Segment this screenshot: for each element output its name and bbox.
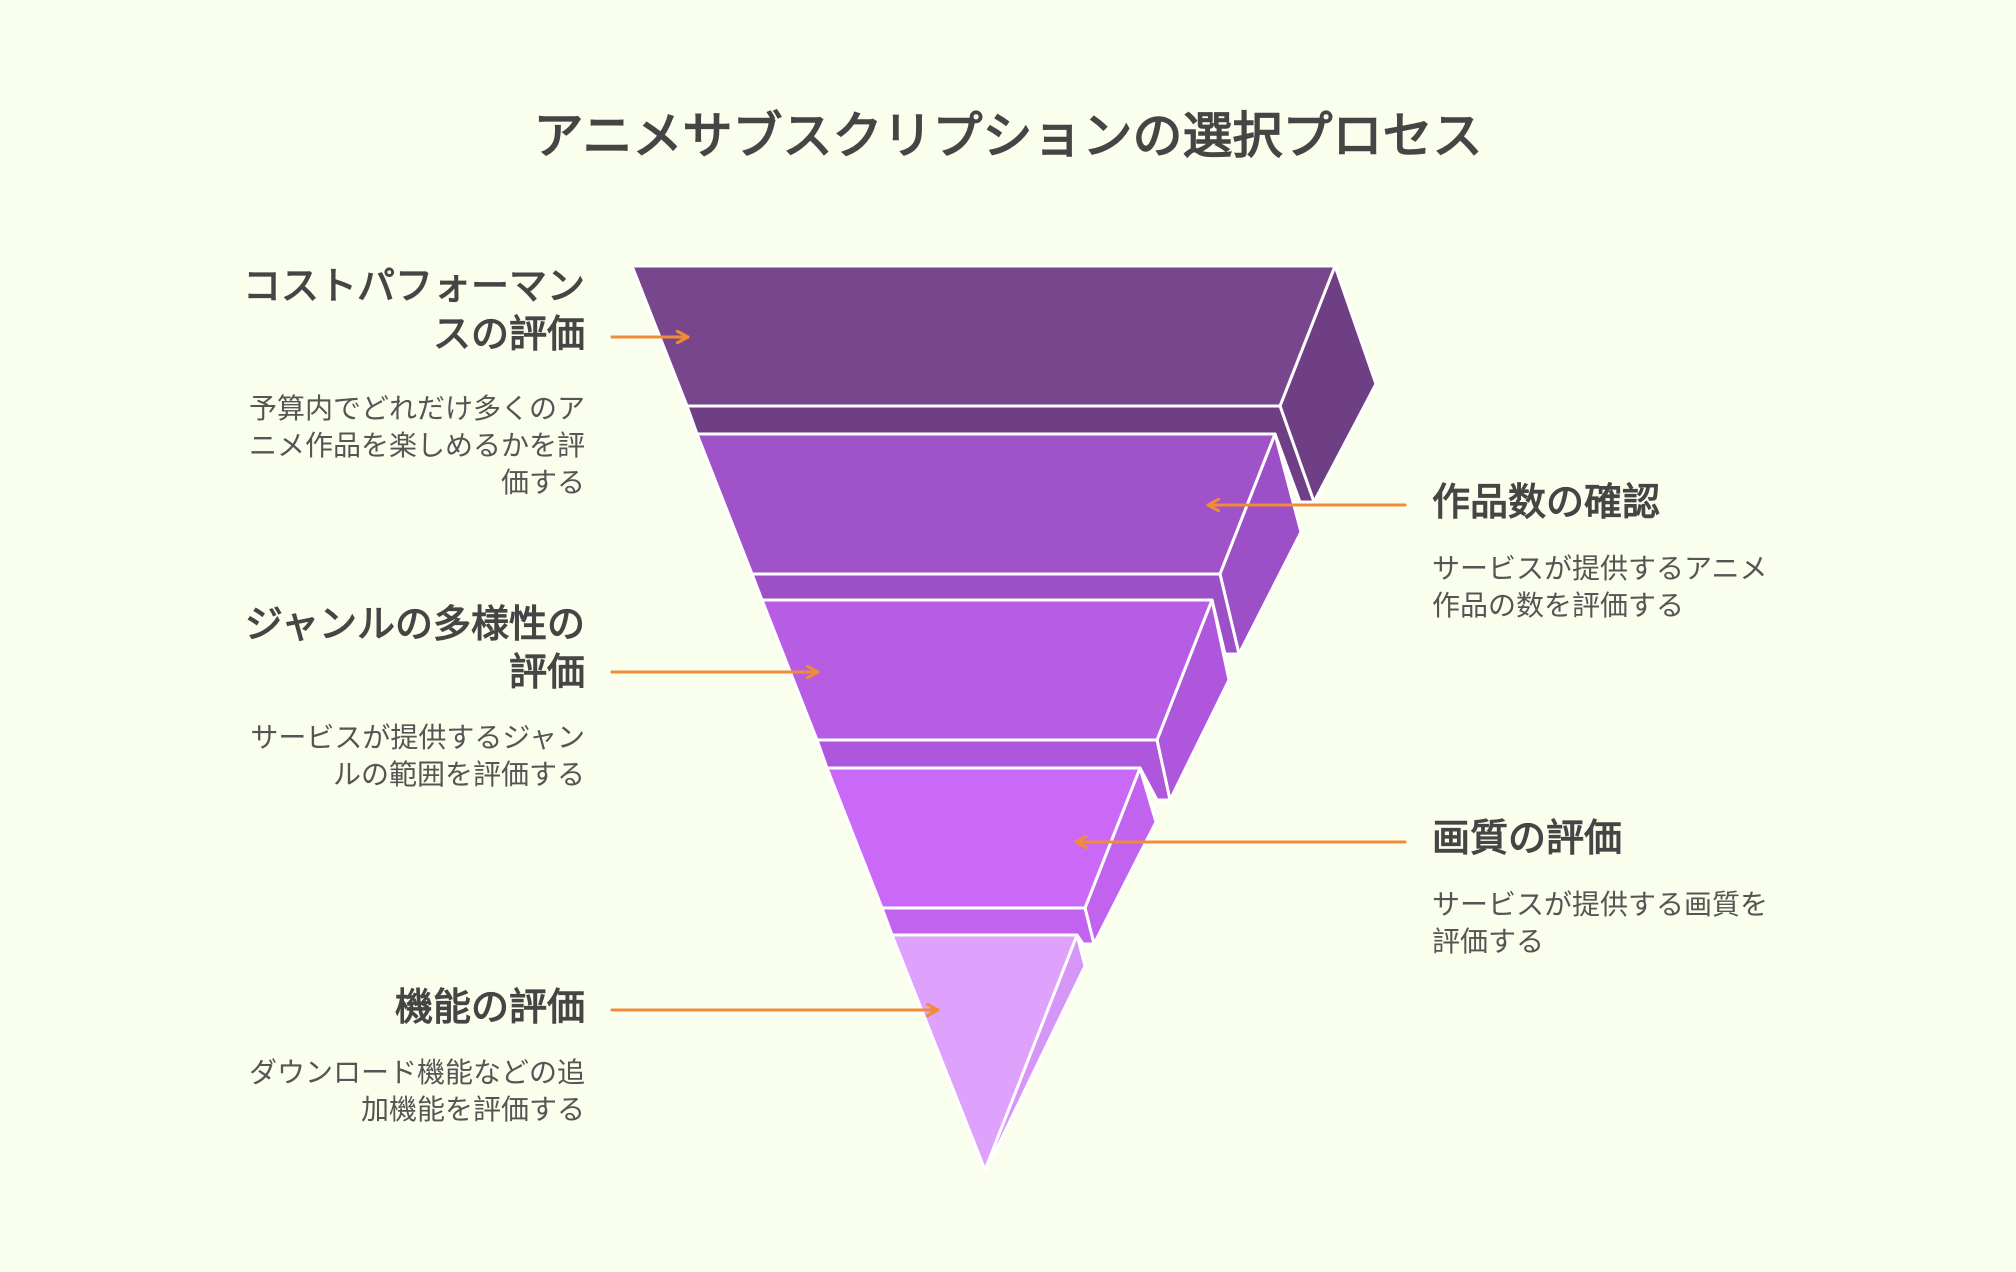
step-3-description-line-2: ルの範囲を評価する (332, 758, 585, 791)
step-1-heading: コストパフォーマン スの評価 (200, 262, 585, 358)
page-title: アニメサブスクリプションの選択プロセス (533, 107, 1483, 165)
step-2-description-line-2: 作品の数を評価する (1432, 589, 1685, 622)
funnel-layer-3 (760, 598, 1231, 802)
step-4-description-line-1: サービスが提供する画質を (1432, 888, 1769, 921)
step-4-description-line-2: 評価する (1432, 925, 1545, 958)
step-5-description-line-2: 加機能を評価する (360, 1093, 585, 1126)
step-3-description-line-1: サービスが提供するジャン (250, 721, 585, 754)
funnel-layer-5-front (890, 933, 1079, 1172)
step-4-description: サービスが提供する画質を 評価する (1432, 886, 1832, 960)
funnel-layer-4 (825, 766, 1158, 946)
step-5-description: ダウンロード機能などの追 加機能を評価する (200, 1054, 585, 1128)
funnel-layer-3-front (760, 598, 1214, 742)
funnel-layer-2-front (695, 432, 1277, 576)
funnel-layer-1-front (630, 264, 1337, 408)
funnel-layer-4-front (825, 766, 1142, 910)
step-1-description: 予算内でどれだけ多くのア ニメ作品を楽しめるかを評 価する (200, 390, 585, 501)
step-1-description-line-1: 予算内でどれだけ多くのア (248, 392, 585, 425)
step-5-heading: 機能の評価 (200, 983, 585, 1031)
step-4-heading-line-1: 画質の評価 (1432, 816, 1623, 860)
step-2-heading-line-1: 作品数の確認 (1432, 480, 1661, 524)
step-1-description-line-3: 価する (500, 466, 585, 499)
step-3-description: サービスが提供するジャン ルの範囲を評価する (200, 719, 585, 793)
step-3-heading-line-1: ジャンルの多様性の (244, 602, 585, 646)
step-1-heading-line-1: コストパフォーマン (242, 264, 585, 308)
step-1-description-line-2: ニメ作品を楽しめるかを評 (248, 429, 585, 462)
funnel-layer-1 (630, 264, 1378, 504)
step-2-description: サービスが提供するアニメ 作品の数を評価する (1432, 550, 1832, 624)
funnel-layer-5 (890, 933, 1087, 1172)
step-4-heading: 画質の評価 (1432, 814, 1832, 862)
step-5-description-line-1: ダウンロード機能などの追 (248, 1056, 585, 1089)
step-3-heading-line-2: 評価 (508, 650, 585, 694)
step-5-heading-line-1: 機能の評価 (394, 985, 585, 1029)
step-2-heading: 作品数の確認 (1432, 478, 1832, 526)
step-3-heading: ジャンルの多様性の 評価 (200, 600, 585, 696)
step-2-description-line-1: サービスが提供するアニメ (1432, 552, 1768, 585)
step-1-heading-line-2: スの評価 (432, 312, 585, 356)
